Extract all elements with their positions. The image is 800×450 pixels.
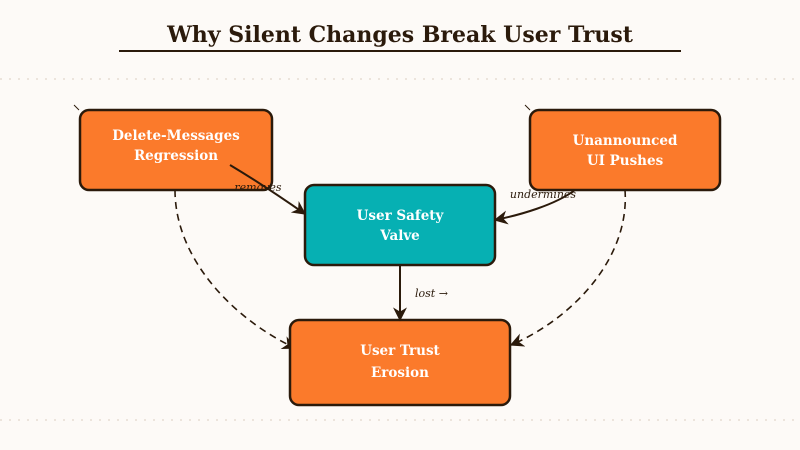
node-safety-valve-line2: Valve — [379, 228, 420, 244]
node-ui-pushes-line2: UI Pushes — [587, 153, 664, 169]
node-trust-erosion-line1: User Trust — [360, 343, 440, 359]
node-trust-erosion-line2: Erosion — [371, 365, 429, 381]
node-ui-pushes-line1: Unannounced — [573, 133, 678, 149]
node-delete-messages-regression: Delete-Messages Regression — [78, 108, 274, 192]
node-user-trust-erosion: User Trust Erosion — [288, 318, 512, 407]
edge-delete-to-erosion — [174, 189, 297, 350]
node-delete-messages-line2: Regression — [134, 148, 218, 164]
diagram-title: Why Silent Changes Break User Trust — [166, 22, 634, 48]
node-user-safety-valve: User Safety Valve — [303, 183, 497, 267]
edge-label-lost: lost → — [415, 287, 448, 300]
corner-tick-right — [524, 104, 531, 111]
node-unannounced-ui-pushes: Unannounced UI Pushes — [528, 108, 722, 192]
node-delete-messages-line1: Delete-Messages — [112, 128, 240, 144]
node-safety-valve-line1: User Safety — [357, 208, 445, 224]
edge-label-undermines: undermines — [510, 188, 577, 201]
edge-label-removes: removes — [234, 181, 282, 194]
edge-delete-to-valve — [229, 164, 307, 215]
corner-tick-left — [73, 104, 80, 111]
edge-ui-to-erosion — [509, 189, 626, 347]
edge-ui-to-valve — [493, 189, 576, 225]
